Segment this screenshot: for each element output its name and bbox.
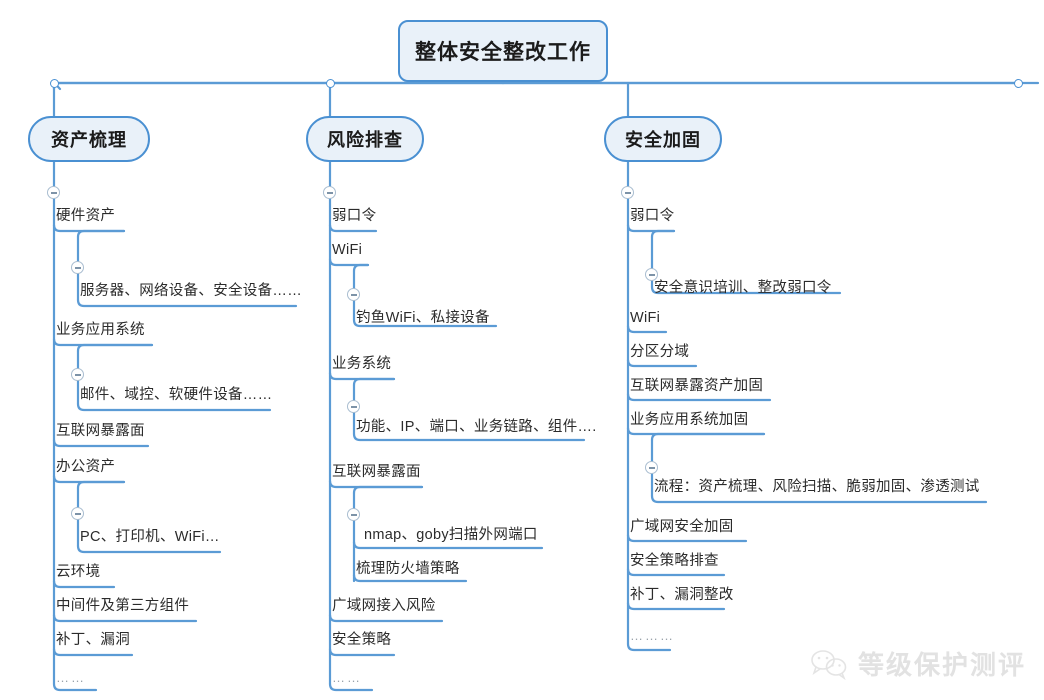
collapse-toggle-asset-inventory[interactable] <box>47 186 60 199</box>
wechat-bubbles-icon <box>811 649 847 680</box>
leaf-label[interactable]: 广域网接入风险 <box>332 598 436 614</box>
leaf-label[interactable]: WiFi <box>332 242 363 258</box>
watermark: 等级保护测评 <box>809 645 1026 682</box>
collapse-toggle-business-app-hardening[interactable] <box>645 461 658 474</box>
column-3-links <box>626 160 988 652</box>
leaf-label[interactable]: 弱口令 <box>332 208 377 224</box>
leaf-label[interactable]: 安全策略排查 <box>630 553 719 569</box>
branch-node-risk-investigation[interactable]: 风险排查 <box>306 116 424 162</box>
collapse-toggle-business-system[interactable] <box>347 400 360 413</box>
leaf-label[interactable]: 流程：资产梳理、风险扫描、脆弱加固、渗透测试 <box>654 479 980 495</box>
leaf-label[interactable]: 钓鱼WiFi、私接设备 <box>356 310 490 326</box>
leaf-label[interactable]: 互联网暴露面 <box>332 464 421 480</box>
collapse-toggle-hardware-asset[interactable] <box>71 261 84 274</box>
branch-node-security-hardening[interactable]: 安全加固 <box>604 116 722 162</box>
collapse-toggle-security-hardening[interactable] <box>621 186 634 199</box>
collapse-toggle-weak-password-hardening[interactable] <box>645 268 658 281</box>
leaf-label[interactable]: 中间件及第三方组件 <box>56 598 190 614</box>
collapse-toggle-wifi-risk[interactable] <box>347 288 360 301</box>
leaf-label[interactable]: 业务系统 <box>332 356 392 372</box>
leaf-label[interactable]: 业务应用系统加固 <box>630 412 749 428</box>
collapse-toggle-risk-investigation[interactable] <box>323 186 336 199</box>
watermark-label: 等级保护测评 <box>857 650 1026 680</box>
branch-node-label: 风险排查 <box>327 130 403 150</box>
collapse-toggle-office-asset[interactable] <box>71 507 84 520</box>
leaf-label[interactable]: WiFi <box>630 310 661 326</box>
bus-joint-1[interactable] <box>50 79 59 88</box>
leaf-label-ellipsis[interactable]: …… <box>332 670 362 685</box>
leaf-label[interactable]: nmap、goby扫描外网端口 <box>364 527 538 543</box>
leaf-label[interactable]: 分区分域 <box>630 344 690 360</box>
root-node-label: 整体安全整改工作 <box>415 41 591 64</box>
leaf-label[interactable]: 办公资产 <box>56 459 116 475</box>
leaf-label[interactable]: 功能、IP、端口、业务链路、组件…. <box>356 419 597 435</box>
branch-node-asset-inventory[interactable]: 资产梳理 <box>28 116 150 162</box>
collapse-toggle-internet-exposure[interactable] <box>347 508 360 521</box>
leaf-label-ellipsis[interactable]: …… <box>56 670 86 685</box>
branch-node-label: 资产梳理 <box>51 130 127 150</box>
leaf-label[interactable]: 邮件、域控、软硬件设备…… <box>80 387 273 403</box>
leaf-label[interactable]: 服务器、网络设备、安全设备…… <box>80 283 302 299</box>
root-node[interactable]: 整体安全整改工作 <box>398 20 608 82</box>
leaf-label[interactable]: 互联网暴露资产加固 <box>630 378 764 394</box>
leaf-label[interactable]: 互联网暴露面 <box>56 423 145 439</box>
leaf-label[interactable]: 云环境 <box>56 564 101 580</box>
leaf-label[interactable]: 补丁、漏洞整改 <box>630 587 734 603</box>
branch-node-label: 安全加固 <box>625 130 701 150</box>
leaf-label-ellipsis[interactable]: ……… <box>630 628 675 643</box>
collapse-toggle-business-app-system[interactable] <box>71 368 84 381</box>
bus-joint-3[interactable] <box>1014 79 1023 88</box>
leaf-label[interactable]: 广域网安全加固 <box>630 519 734 535</box>
leaf-label[interactable]: 硬件资产 <box>56 208 116 224</box>
leaf-label[interactable]: 业务应用系统 <box>56 322 145 338</box>
leaf-label[interactable]: PC、打印机、WiFi… <box>80 529 220 545</box>
leaf-label[interactable]: 梳理防火墙策略 <box>356 561 460 577</box>
leaf-label[interactable]: 安全意识培训、整改弱口令 <box>654 280 832 296</box>
bus-joint-2[interactable] <box>326 79 335 88</box>
leaf-label[interactable]: 弱口令 <box>630 208 675 224</box>
leaf-label[interactable]: 安全策略 <box>332 632 392 648</box>
leaf-label[interactable]: 补丁、漏洞 <box>56 632 130 648</box>
